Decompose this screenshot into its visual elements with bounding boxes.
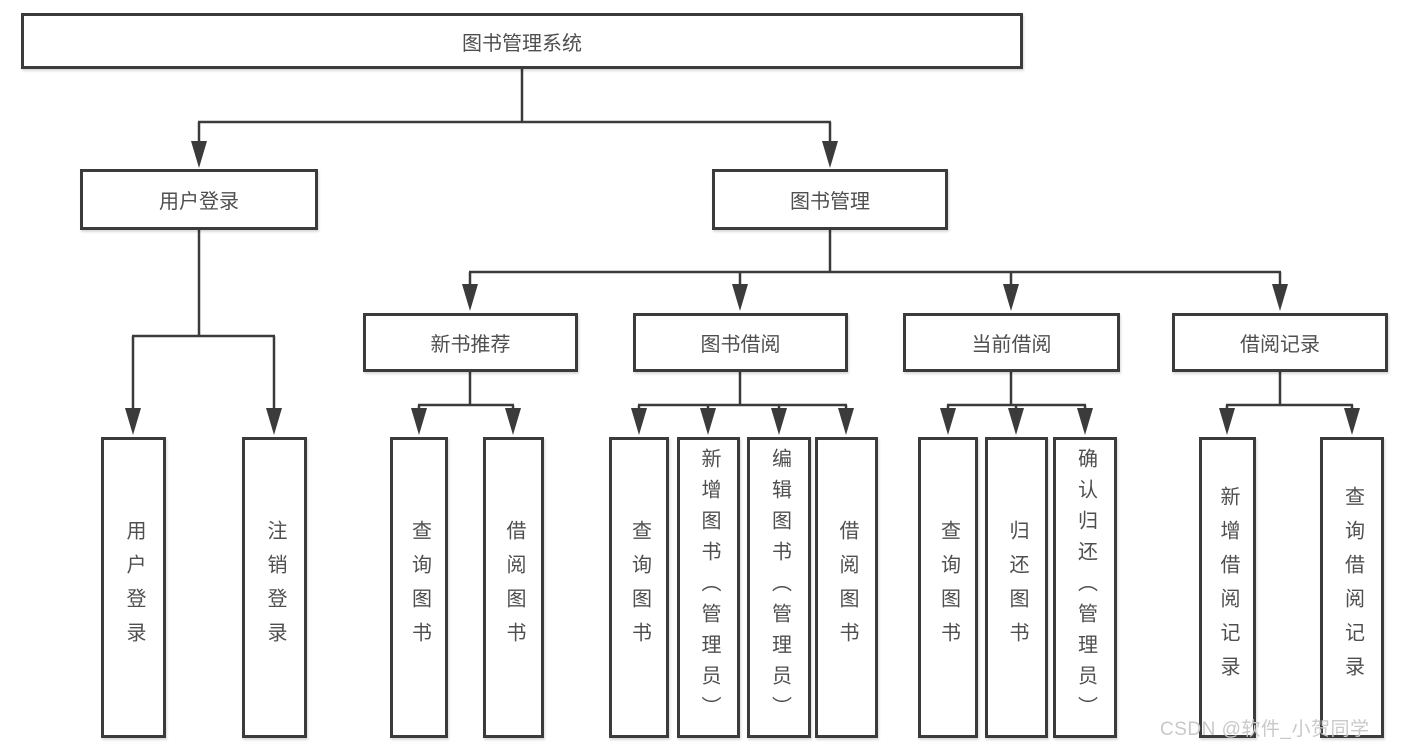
leaf-current-query-books-label: 查询图书 — [937, 519, 960, 656]
node-user-login-label: 用户登录 — [159, 191, 239, 213]
leaf-current-confirm-return-admin-label: 确认归还（管理员） — [1074, 448, 1097, 727]
leaf-user-login-label: 用户登录 — [123, 519, 145, 656]
leaf-records-add-record: 新增借阅记录 — [1199, 437, 1256, 738]
leaf-logout-label: 注销登录 — [264, 519, 286, 656]
node-current-borrow-label: 当前借阅 — [971, 334, 1052, 356]
leaf-borrowing-edit-books-admin: 编辑图书（管理员） — [747, 437, 811, 738]
node-new-book-recommend-label: 新书推荐 — [430, 334, 511, 356]
leaf-newbooks-query-books-label: 查询图书 — [408, 519, 431, 656]
node-library-system-label: 图书管理系统 — [462, 32, 582, 55]
node-borrow-records: 借阅记录 — [1172, 313, 1388, 372]
node-book-borrow: 图书借阅 — [633, 313, 848, 372]
leaf-newbooks-borrow-books-label: 借阅图书 — [503, 519, 525, 656]
leaf-records-query-record: 查询借阅记录 — [1320, 437, 1384, 738]
leaf-records-query-record-label: 查询借阅记录 — [1341, 485, 1364, 690]
node-book-management: 图书管理 — [712, 169, 948, 230]
node-book-management-label: 图书管理 — [790, 191, 870, 213]
leaf-records-add-record-label: 新增借阅记录 — [1217, 485, 1239, 690]
leaf-borrowing-add-books-admin: 新增图书（管理员） — [677, 437, 740, 738]
leaf-borrowing-add-books-admin-label: 新增图书（管理员） — [698, 448, 720, 727]
leaf-current-return-books: 归还图书 — [985, 437, 1048, 738]
leaf-borrowing-query-books: 查询图书 — [609, 437, 669, 738]
leaf-borrowing-borrow-books-label: 借阅图书 — [836, 519, 858, 656]
leaf-current-return-books-label: 归还图书 — [1006, 519, 1028, 656]
node-book-borrow-label: 图书借阅 — [700, 334, 781, 356]
leaf-borrowing-borrow-books: 借阅图书 — [815, 437, 878, 738]
leaf-user-login: 用户登录 — [101, 437, 166, 738]
node-new-book-recommend: 新书推荐 — [363, 313, 578, 372]
leaf-current-confirm-return-admin: 确认归还（管理员） — [1053, 437, 1117, 738]
node-borrow-records-label: 借阅记录 — [1240, 334, 1320, 356]
node-current-borrow: 当前借阅 — [903, 313, 1120, 372]
leaf-borrowing-edit-books-admin-label: 编辑图书（管理员） — [768, 448, 791, 727]
leaf-current-query-books: 查询图书 — [918, 437, 978, 738]
leaf-borrowing-query-books-label: 查询图书 — [628, 519, 651, 656]
node-library-system: 图书管理系统 — [21, 13, 1023, 69]
leaf-newbooks-query-books: 查询图书 — [390, 437, 448, 738]
leaf-logout: 注销登录 — [242, 437, 307, 738]
watermark: CSDN @软件_小贺同学 — [1160, 719, 1370, 740]
node-user-login: 用户登录 — [80, 169, 318, 230]
leaf-newbooks-borrow-books: 借阅图书 — [483, 437, 544, 738]
